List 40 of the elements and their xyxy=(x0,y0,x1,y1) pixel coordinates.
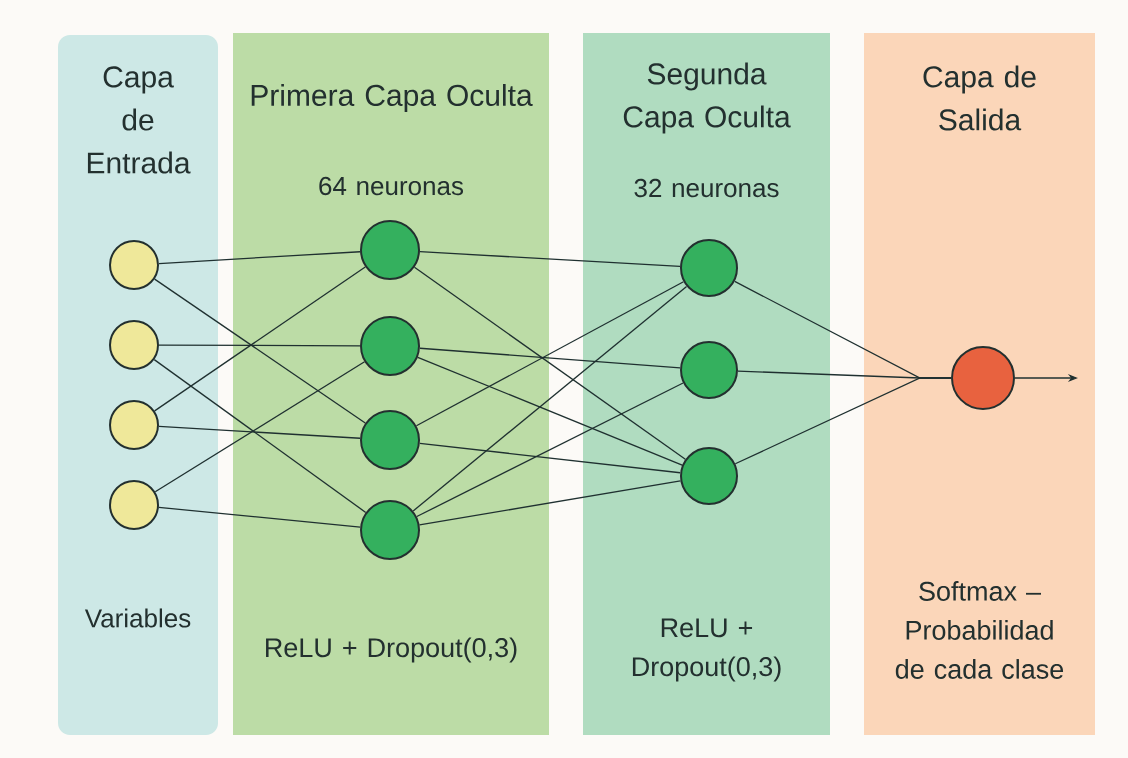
connection-line xyxy=(154,361,366,493)
layer-title: Capa de Entrada xyxy=(87,66,191,174)
neuron-circle xyxy=(109,320,159,370)
connection-line xyxy=(412,285,688,512)
layer-title: Capa de Salida xyxy=(923,65,1036,131)
neuron-circle xyxy=(109,240,159,290)
connection-line xyxy=(734,377,952,465)
connection-line xyxy=(154,278,366,424)
connection-line xyxy=(158,425,361,439)
neuron-circle xyxy=(360,316,420,376)
connection-line xyxy=(158,506,361,528)
connection-line xyxy=(419,347,681,369)
neuron-circle xyxy=(109,480,159,530)
connection-line xyxy=(158,251,361,265)
connection-line xyxy=(154,266,366,412)
layer-caption: ReLU + Dropout(0,3) xyxy=(266,637,517,663)
connection-line xyxy=(158,344,361,347)
connection-line xyxy=(415,281,685,427)
connection-line xyxy=(417,356,683,466)
neuron-circle xyxy=(109,400,159,450)
connection-line xyxy=(153,359,367,514)
neuron-circle xyxy=(360,500,420,560)
layer-caption: ReLU + Dropout(0,3) xyxy=(632,618,781,682)
layer-title: Primera Capa Oculta xyxy=(251,84,533,112)
layer-caption: 32 neuronas xyxy=(634,178,779,198)
connection-line xyxy=(419,442,681,474)
layer-caption: 64 neuronas xyxy=(319,176,464,196)
connection-line xyxy=(416,382,684,518)
neuron-circle xyxy=(680,447,738,505)
layer-caption: Variables xyxy=(84,608,191,628)
neuron-circle xyxy=(680,239,738,297)
neuron-circle xyxy=(360,410,420,470)
connection-line xyxy=(419,251,681,267)
neuron-circle xyxy=(360,220,420,280)
connection-line xyxy=(413,266,686,460)
neuron-circle xyxy=(680,341,738,399)
layer-title: Segunda Capa Oculta xyxy=(623,62,791,134)
neuron-circle xyxy=(951,346,1015,410)
layer-caption: Softmax – Probabilidad de cada clase xyxy=(895,581,1064,679)
connection-line xyxy=(418,480,682,526)
